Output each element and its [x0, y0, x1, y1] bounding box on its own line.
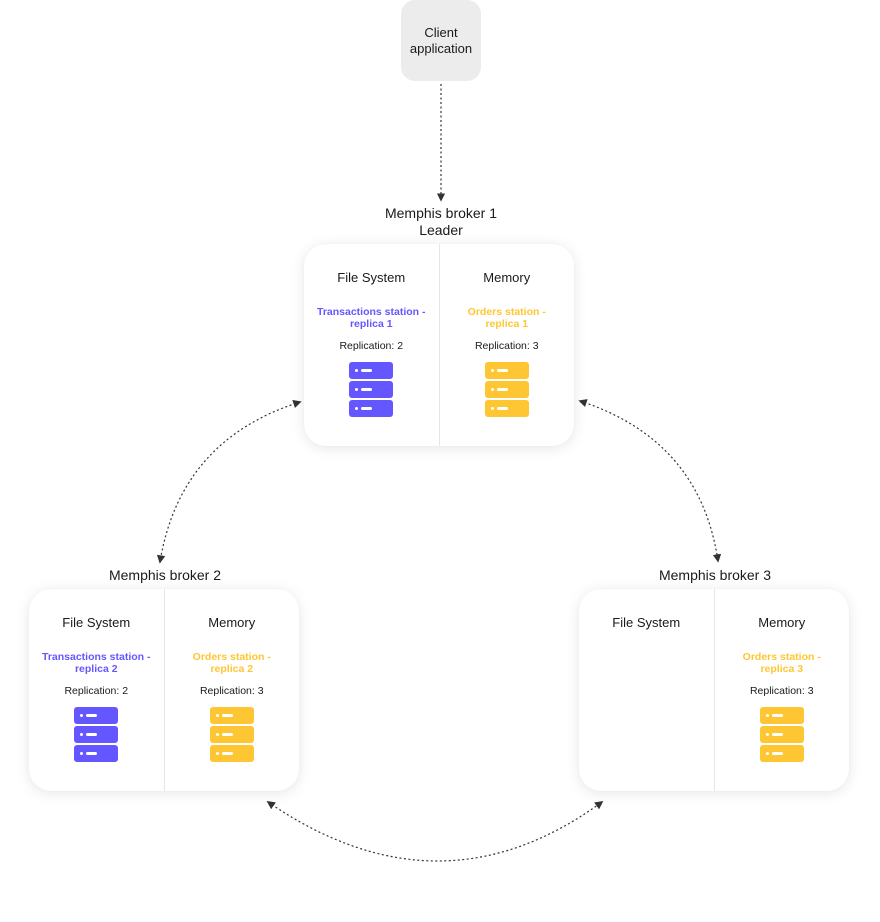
replication-label: Replication: 3	[474, 340, 539, 352]
memory-heading: Memory	[758, 615, 806, 630]
orders-station-label: Orders station - replica 2	[165, 651, 300, 675]
broker-1-file-system: File System Transactions station - repli…	[304, 244, 439, 446]
broker-3-file-system: File System	[579, 589, 714, 791]
client-label: Client application	[409, 24, 473, 56]
memory-heading: Memory	[208, 615, 256, 630]
broker-1-name: Memphis broker 1	[384, 205, 498, 221]
server-icon	[759, 707, 804, 764]
broker-2-title: Memphis broker 2	[90, 567, 240, 584]
station-line-2: replica 3	[760, 663, 804, 675]
station-line-2: replica 2	[74, 663, 118, 675]
transactions-station-label: Transactions station - replica 1	[304, 306, 439, 330]
orders-station-label: Orders station - replica 3	[715, 651, 850, 675]
broker-3-name: Memphis broker 3	[658, 567, 772, 583]
station-line-2: replica 2	[210, 663, 254, 675]
replication-label: Replication: 3	[749, 685, 814, 697]
replication-label: Replication: 2	[64, 685, 129, 697]
client-application-box: Client application	[401, 0, 481, 81]
broker-1-card: File System Transactions station - repli…	[304, 244, 574, 446]
broker1-broker3-arrow	[578, 399, 722, 563]
server-icon	[484, 362, 529, 419]
file-system-heading: File System	[62, 615, 131, 630]
broker-1-title: Memphis broker 1 Leader	[370, 205, 512, 239]
file-system-heading: File System	[337, 270, 406, 285]
broker-1-memory: Memory Orders station - replica 1 Replic…	[438, 244, 575, 446]
replication-label: Replication: 2	[339, 340, 404, 352]
station-line-1: Orders station -	[192, 651, 271, 663]
broker-3-card: File System Memory Orders station - repl…	[579, 589, 849, 791]
replication-label: Replication: 3	[199, 685, 264, 697]
broker2-broker3-arrow	[266, 801, 604, 862]
broker1-broker2-arrow	[156, 400, 302, 564]
station-line-2: replica 1	[485, 318, 529, 330]
memory-heading: Memory	[483, 270, 531, 285]
station-line-1: Orders station -	[742, 651, 821, 663]
broker-2-file-system: File System Transactions station - repli…	[29, 589, 164, 791]
server-icon	[74, 707, 119, 764]
station-line-1: Transactions station -	[41, 651, 151, 663]
broker-2-card: File System Transactions station - repli…	[29, 589, 299, 791]
broker-3-title: Memphis broker 3	[640, 567, 790, 584]
file-system-heading: File System	[612, 615, 681, 630]
station-line-1: Transactions station -	[316, 306, 426, 318]
server-icon	[209, 707, 254, 764]
broker-2-name: Memphis broker 2	[108, 567, 222, 583]
broker-3-memory: Memory Orders station - replica 3 Replic…	[713, 589, 850, 791]
broker-1-role: Leader	[419, 222, 463, 238]
broker-2-memory: Memory Orders station - replica 2 Replic…	[163, 589, 300, 791]
transactions-station-label: Transactions station - replica 2	[29, 651, 164, 675]
orders-station-label: Orders station - replica 1	[440, 306, 575, 330]
server-icon	[349, 362, 394, 419]
station-line-1: Orders station -	[467, 306, 546, 318]
station-line-2: replica 1	[349, 318, 393, 330]
